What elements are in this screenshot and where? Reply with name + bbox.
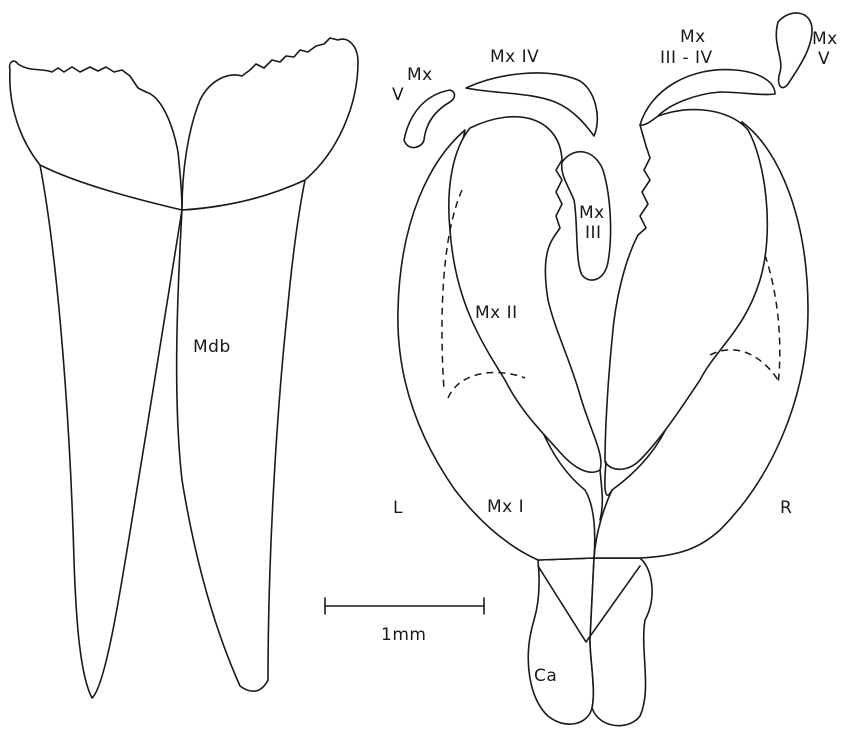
- maxilla-apparatus: [398, 13, 812, 726]
- scale-bar: [325, 598, 484, 614]
- mandible-pair: [10, 38, 358, 698]
- mandible-right-shaft: [177, 180, 305, 691]
- carrier-right: [590, 558, 652, 726]
- label-left: L: [393, 498, 403, 518]
- label-mx-iii-iv-line1: Mx: [680, 27, 706, 47]
- mx-v-right: [776, 13, 812, 88]
- carrier-left: [528, 558, 594, 724]
- label-mx-ii: Mx II: [475, 303, 518, 323]
- label-mx-iii-iv-line2: III - IV: [660, 48, 713, 68]
- label-mx-iii-line2: III: [585, 223, 602, 243]
- label-mx-i: Mx I: [487, 497, 524, 517]
- label-mx-v-left-line2: V: [392, 85, 404, 105]
- label-mx-v-right-line1: Mx: [812, 29, 838, 49]
- label-mdb: Mdb: [193, 337, 231, 357]
- label-mx-v-right-line2: V: [818, 49, 830, 69]
- mandible-left-shaft: [40, 165, 182, 698]
- mandible-right-blade: [182, 38, 358, 210]
- label-scale: 1mm: [381, 625, 426, 645]
- label-mx-iv: Mx IV: [490, 47, 539, 67]
- label-right: R: [780, 498, 792, 518]
- label-mx-v-left-line1: Mx: [407, 65, 433, 85]
- label-carrier: Ca: [534, 666, 557, 686]
- label-mx-iii-line1: Mx: [579, 203, 605, 223]
- mx-v-left: [404, 90, 455, 148]
